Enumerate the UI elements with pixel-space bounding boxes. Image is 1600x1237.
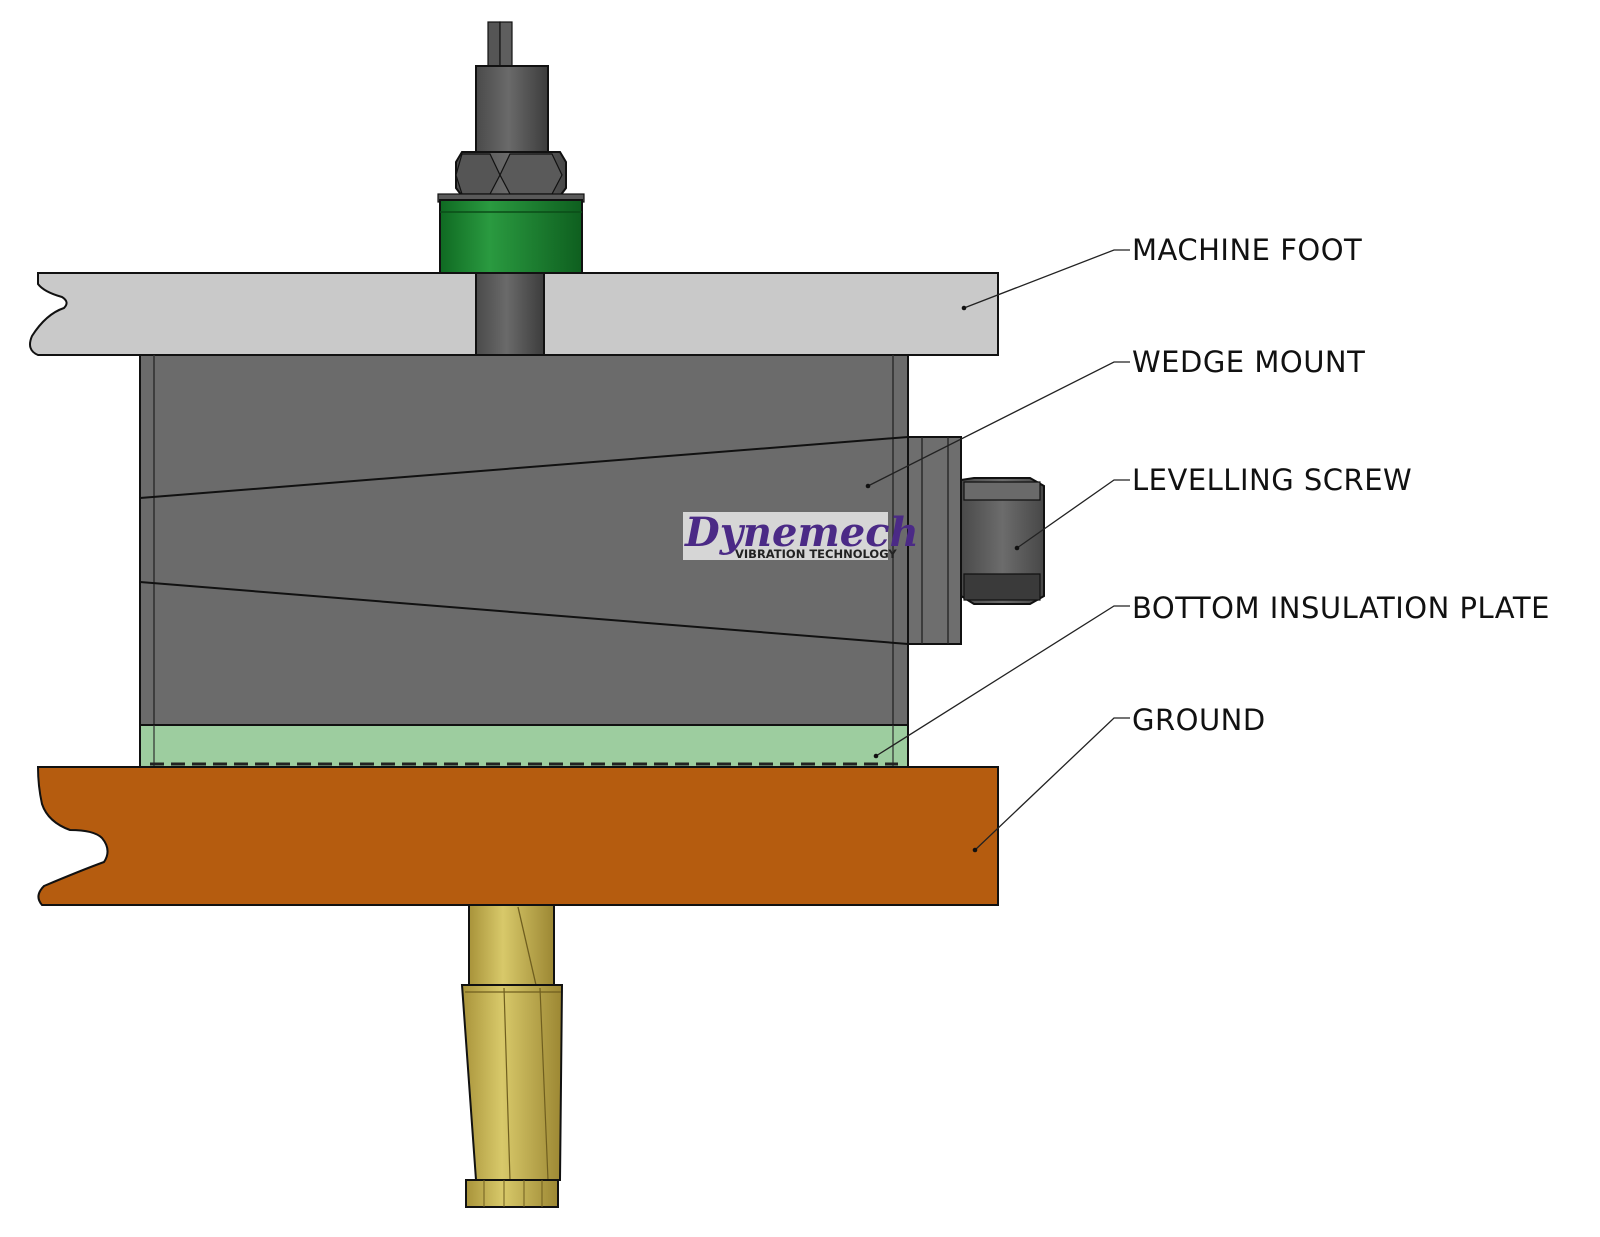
leader-levelling-screw [1014, 479, 1130, 551]
leader-ground [972, 717, 1130, 853]
hex-nut-top [437, 151, 585, 203]
leader-machine-foot [961, 249, 1130, 311]
label-wedge-mount: WEDGE MOUNT [1132, 345, 1365, 379]
side-plate [907, 436, 962, 645]
label-levelling-screw: LEVELLING SCREW [1132, 463, 1412, 497]
top-stud [475, 21, 549, 153]
ground [36, 766, 999, 906]
leader-wedge-mount [865, 361, 1130, 489]
bottom-insulation-plate [139, 724, 909, 768]
label-machine-foot: MACHINE FOOT [1132, 233, 1362, 267]
levelling-screw-head [960, 477, 1045, 605]
washer [439, 199, 583, 275]
stud-through-foot [475, 272, 545, 356]
dynemech-logo: Dynemech VIBRATION TECHNOLOGY [683, 509, 919, 561]
logo-name: Dynemech [684, 509, 919, 556]
leader-bottom-insulation-plate [873, 605, 1130, 759]
anchor-bolt [460, 904, 564, 1208]
logo-tagline: VIBRATION TECHNOLOGY [735, 547, 897, 561]
label-ground: GROUND [1132, 703, 1266, 737]
label-bottom-insulation-plate: BOTTOM INSULATION PLATE [1132, 591, 1550, 625]
